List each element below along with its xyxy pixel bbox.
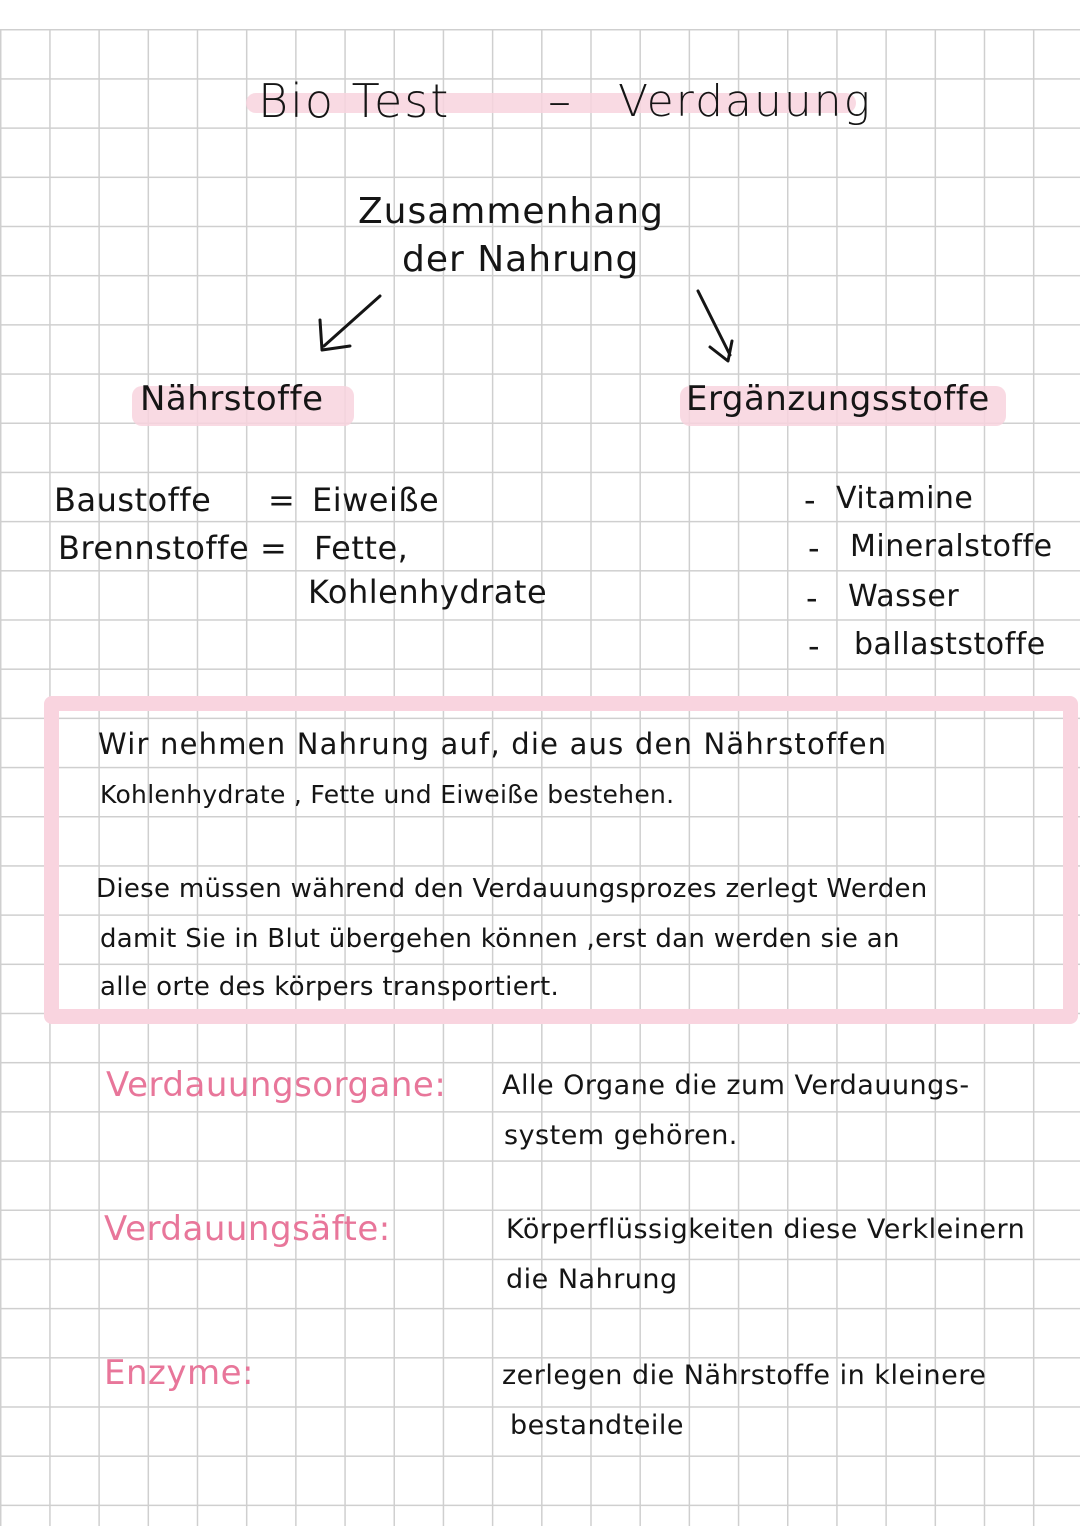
summary-para2-line1: Diese müssen während den Verdauungsproze…: [96, 874, 928, 904]
summary-para2-line3: alle orte des körpers transportiert.: [100, 972, 560, 1002]
definition-text-line1: zerlegen die Nährstoffe in kleinere: [502, 1360, 987, 1391]
naehrstoffe-row-value: Kohlenhydrate: [308, 573, 548, 611]
definition-text-line1: Alle Organe die zum Verdauungs-: [502, 1070, 970, 1101]
definition-term: Verdauungsorgane:: [106, 1065, 447, 1105]
arrow-down-right-icon: [696, 289, 734, 363]
page-title-right: Verdauung: [618, 76, 873, 127]
naehrstoffe-row-label: Brennstoffe: [58, 529, 250, 567]
list-item: ballaststoffe: [854, 627, 1046, 662]
page-title-left: Bio Test: [258, 74, 451, 128]
bullet-dash: -: [804, 481, 817, 519]
bullet-dash: -: [808, 529, 821, 567]
naehrstoffe-row-eq: =: [268, 481, 296, 519]
page-title-dash: –: [548, 74, 573, 128]
summary-para1-line2: Kohlenhydrate , Fette und Eiweiße besteh…: [100, 780, 675, 809]
naehrstoffe-row-value: Eiweiße: [312, 481, 440, 519]
ergaenzungsstoffe-highlight: [680, 386, 1006, 426]
subtitle-line2: der Nahrung: [402, 239, 640, 280]
definition-term: Enzyme:: [104, 1353, 254, 1393]
definition-text-line2: bestandteile: [510, 1410, 685, 1441]
bullet-dash: -: [808, 627, 821, 665]
bullet-dash: -: [806, 579, 819, 617]
arrow-down-left-icon: [318, 294, 382, 352]
title-highlight: [246, 93, 856, 113]
naehrstoffe-row-value: Fette,: [314, 529, 409, 567]
definition-text-line2: system gehören.: [504, 1120, 738, 1151]
definition-text-line1: Körperflüssigkeiten diese Verkleinern: [506, 1214, 1026, 1245]
definition-term: Verdauungsäfte:: [104, 1209, 391, 1249]
summary-box: [44, 696, 1078, 1024]
category-naehrstoffe: Nährstoffe: [140, 379, 324, 419]
naehrstoffe-row-label: Baustoffe: [54, 481, 212, 519]
grid-paper-background: [0, 29, 1080, 1526]
naehrstoffe-row-eq: =: [260, 529, 288, 567]
summary-para2-line2: damit Sie in Blut übergehen können ,erst…: [100, 924, 900, 954]
list-item: Mineralstoffe: [850, 529, 1053, 564]
subtitle-line1: Zusammenhang: [358, 191, 664, 232]
summary-para1-line1: Wir nehmen Nahrung auf, die aus den Nähr…: [98, 727, 888, 761]
list-item: Wasser: [848, 579, 960, 614]
definition-text-line2: die Nahrung: [506, 1264, 678, 1295]
category-ergaenzungsstoffe: Ergänzungsstoffe: [686, 379, 990, 419]
list-item: Vitamine: [836, 481, 974, 516]
naehrstoffe-highlight: [132, 386, 354, 426]
